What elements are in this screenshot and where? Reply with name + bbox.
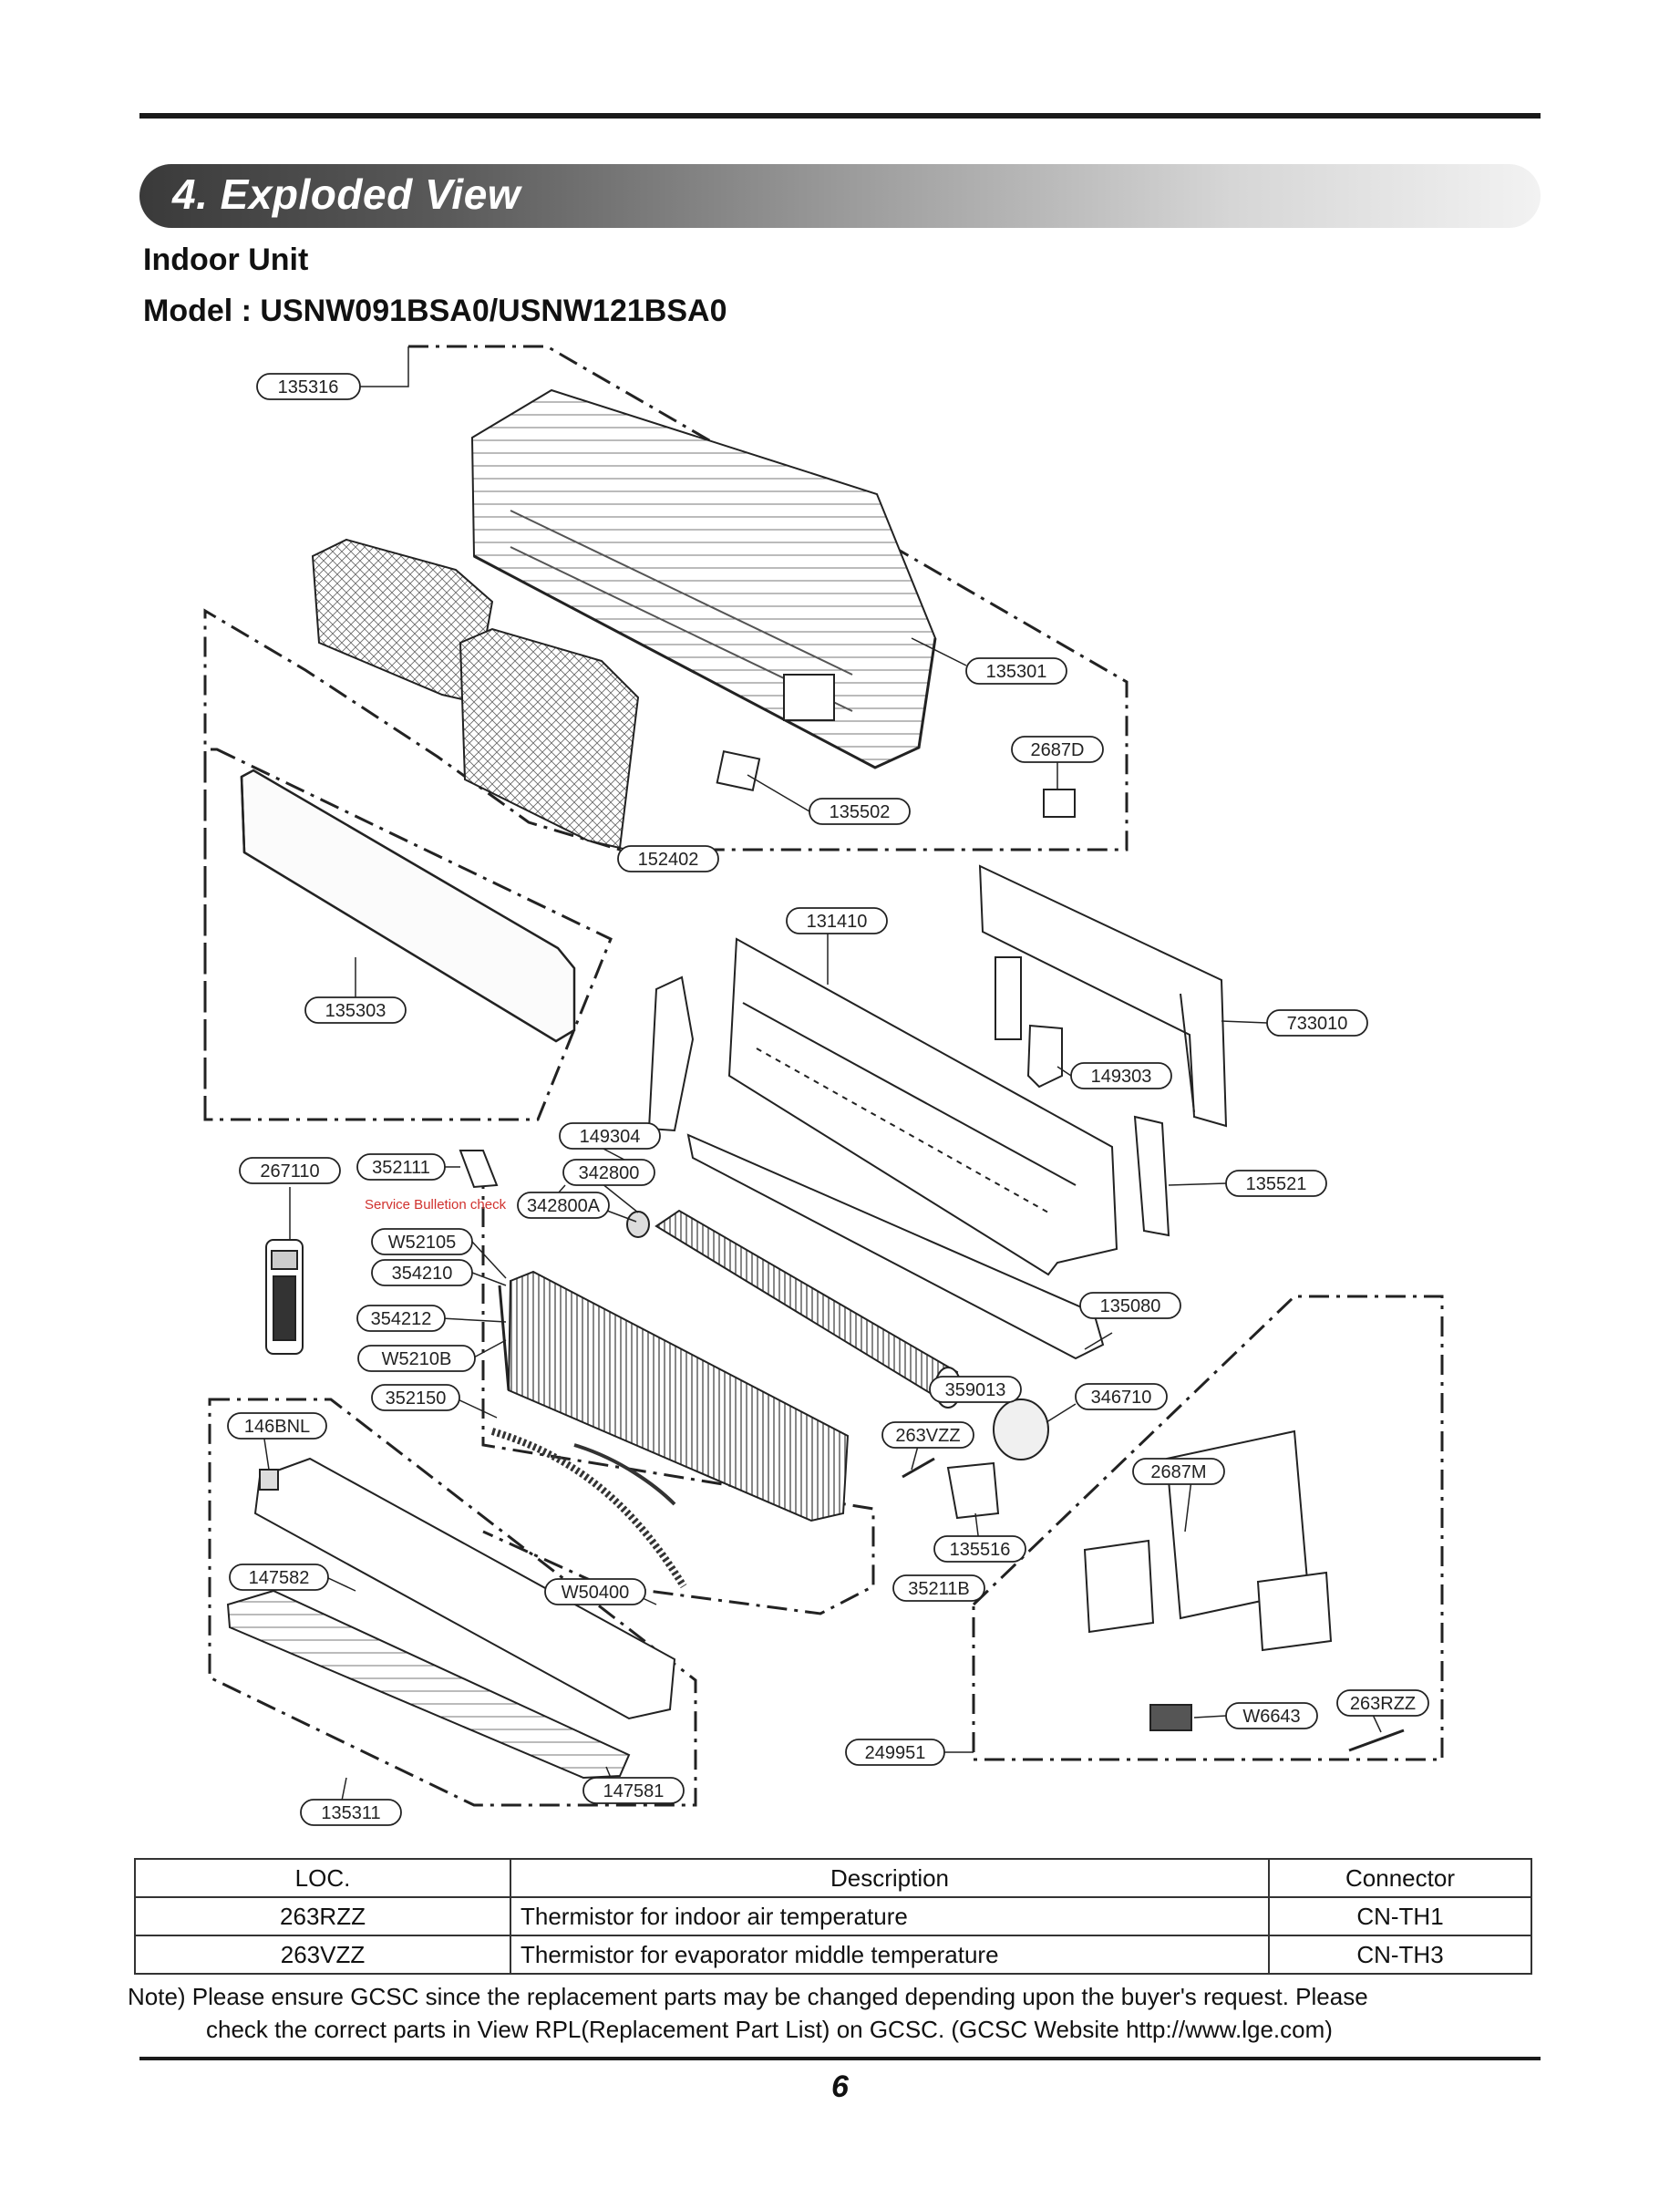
table-header-row: LOC. Description Connector (134, 1858, 1532, 1898)
callout-135080: 135080 (1100, 1296, 1161, 1316)
callout-249951: 249951 (865, 1743, 926, 1763)
part-135502 (716, 750, 761, 791)
callout-352111: 352111 (372, 1158, 430, 1178)
cell-loc: 263RZZ (134, 1896, 511, 1936)
callout-263RZZ: 263RZZ (1350, 1694, 1416, 1714)
cell-description: Thermistor for evaporator middle tempera… (510, 1935, 1270, 1975)
page-number: 6 (831, 2069, 849, 2104)
gcsc-note: Note) Please ensure GCSC since the repla… (128, 1980, 1550, 2046)
callout-346710: 346710 (1091, 1388, 1152, 1408)
callout-2687M: 2687M (1150, 1462, 1206, 1482)
group-outline-drain-pan (208, 1398, 697, 1807)
callout-W50400: W50400 (562, 1583, 630, 1603)
thermistor-table: LOC. Description Connector 263RZZ Thermi… (134, 1858, 1532, 1975)
table-row: 263RZZ Thermistor for indoor air tempera… (134, 1896, 1532, 1936)
callout-135521: 135521 (1246, 1174, 1307, 1194)
callout-359013: 359013 (945, 1380, 1006, 1400)
callout-342800A: 342800A (527, 1196, 601, 1216)
callout-354212: 354212 (371, 1309, 432, 1329)
callout-733010: 733010 (1287, 1014, 1348, 1034)
note-line-1: Note) Please ensure GCSC since the repla… (128, 1983, 1368, 2010)
callout-131410: 131410 (807, 912, 868, 932)
callout-135316: 135316 (278, 377, 339, 397)
callout-35211B: 35211B (908, 1579, 969, 1599)
unit-title: Indoor Unit (143, 243, 309, 277)
part-2687D (1043, 789, 1076, 818)
note-line-2: check the correct parts in View RPL(Repl… (206, 2016, 1333, 2043)
fan-motor (993, 1398, 1049, 1460)
callout-W52105: W52105 (388, 1233, 457, 1253)
group-outline-front-panel (203, 748, 613, 1121)
callout-354210: 354210 (392, 1264, 453, 1284)
part-146BNL (259, 1469, 279, 1491)
exploded-view-diagram: 135316 135301 2687D 135502 152402 131410… (203, 345, 1444, 1826)
callout-352150: 352150 (386, 1388, 447, 1409)
callout-152402: 152402 (638, 850, 699, 870)
chassis-frame (647, 937, 1118, 1276)
evaporator (498, 1270, 850, 1522)
callout-W5210B: W5210B (382, 1349, 452, 1369)
group-outline-control-box (972, 1295, 1444, 1761)
callout-149304: 149304 (580, 1127, 641, 1147)
front-panel (240, 769, 576, 1043)
section-title: 4. Exploded View (172, 170, 521, 218)
part-135080 (686, 1133, 1105, 1360)
callout-146BNL: 146BNL (244, 1417, 310, 1437)
model-title: Model : USNW091BSA0/USNW121BSA0 (143, 294, 727, 328)
remote-holder (459, 1150, 499, 1189)
col-connector: Connector (1268, 1858, 1532, 1898)
cell-description: Thermistor for indoor air temperature (510, 1896, 1270, 1936)
indoor-unit-case (470, 388, 937, 769)
motor-cover (946, 1461, 1000, 1520)
indoor-thermistor (1348, 1729, 1405, 1752)
callout-147581: 147581 (603, 1781, 665, 1801)
callout-135301: 135301 (986, 662, 1047, 682)
col-description: Description (510, 1858, 1270, 1898)
service-bulletin-note: Service Bulletion check (365, 1197, 507, 1213)
table-row: 263VZZ Thermistor for evaporator middle … (134, 1935, 1532, 1975)
air-filters (311, 538, 640, 850)
callout-135502: 135502 (830, 802, 891, 822)
refrigerant-pipe (490, 1428, 687, 1589)
drain-pan (226, 1457, 676, 1780)
callout-149303: 149303 (1091, 1067, 1152, 1087)
part-135521 (1133, 1115, 1170, 1237)
cell-connector: CN-TH3 (1268, 1935, 1532, 1975)
callout-135303: 135303 (325, 1001, 387, 1021)
evaporator-thermistor (902, 1457, 935, 1479)
col-loc: LOC. (134, 1858, 511, 1898)
callout-263VZZ: 263VZZ (895, 1426, 960, 1446)
part-149303 (1026, 1024, 1063, 1089)
callout-W6643: W6643 (1242, 1707, 1300, 1727)
group-outline-evaporator (481, 1169, 875, 1615)
section-banner: 4. Exploded View (139, 164, 1541, 228)
cell-loc: 263VZZ (134, 1935, 511, 1975)
bearing (626, 1211, 650, 1238)
callout-267110: 267110 (260, 1161, 319, 1182)
callout-2687D: 2687D (1031, 740, 1085, 760)
callout-147582: 147582 (249, 1568, 310, 1588)
remote-control (265, 1239, 304, 1355)
bottom-rule (139, 2057, 1541, 2060)
callout-135516: 135516 (950, 1540, 1011, 1560)
terminal-block (1149, 1704, 1192, 1731)
callout-342800: 342800 (579, 1163, 640, 1183)
cell-connector: CN-TH1 (1268, 1896, 1532, 1936)
connecting-pipe (573, 1443, 676, 1506)
top-rule (139, 113, 1541, 119)
callout-135311: 135311 (321, 1803, 380, 1823)
installation-plate (978, 864, 1228, 1128)
